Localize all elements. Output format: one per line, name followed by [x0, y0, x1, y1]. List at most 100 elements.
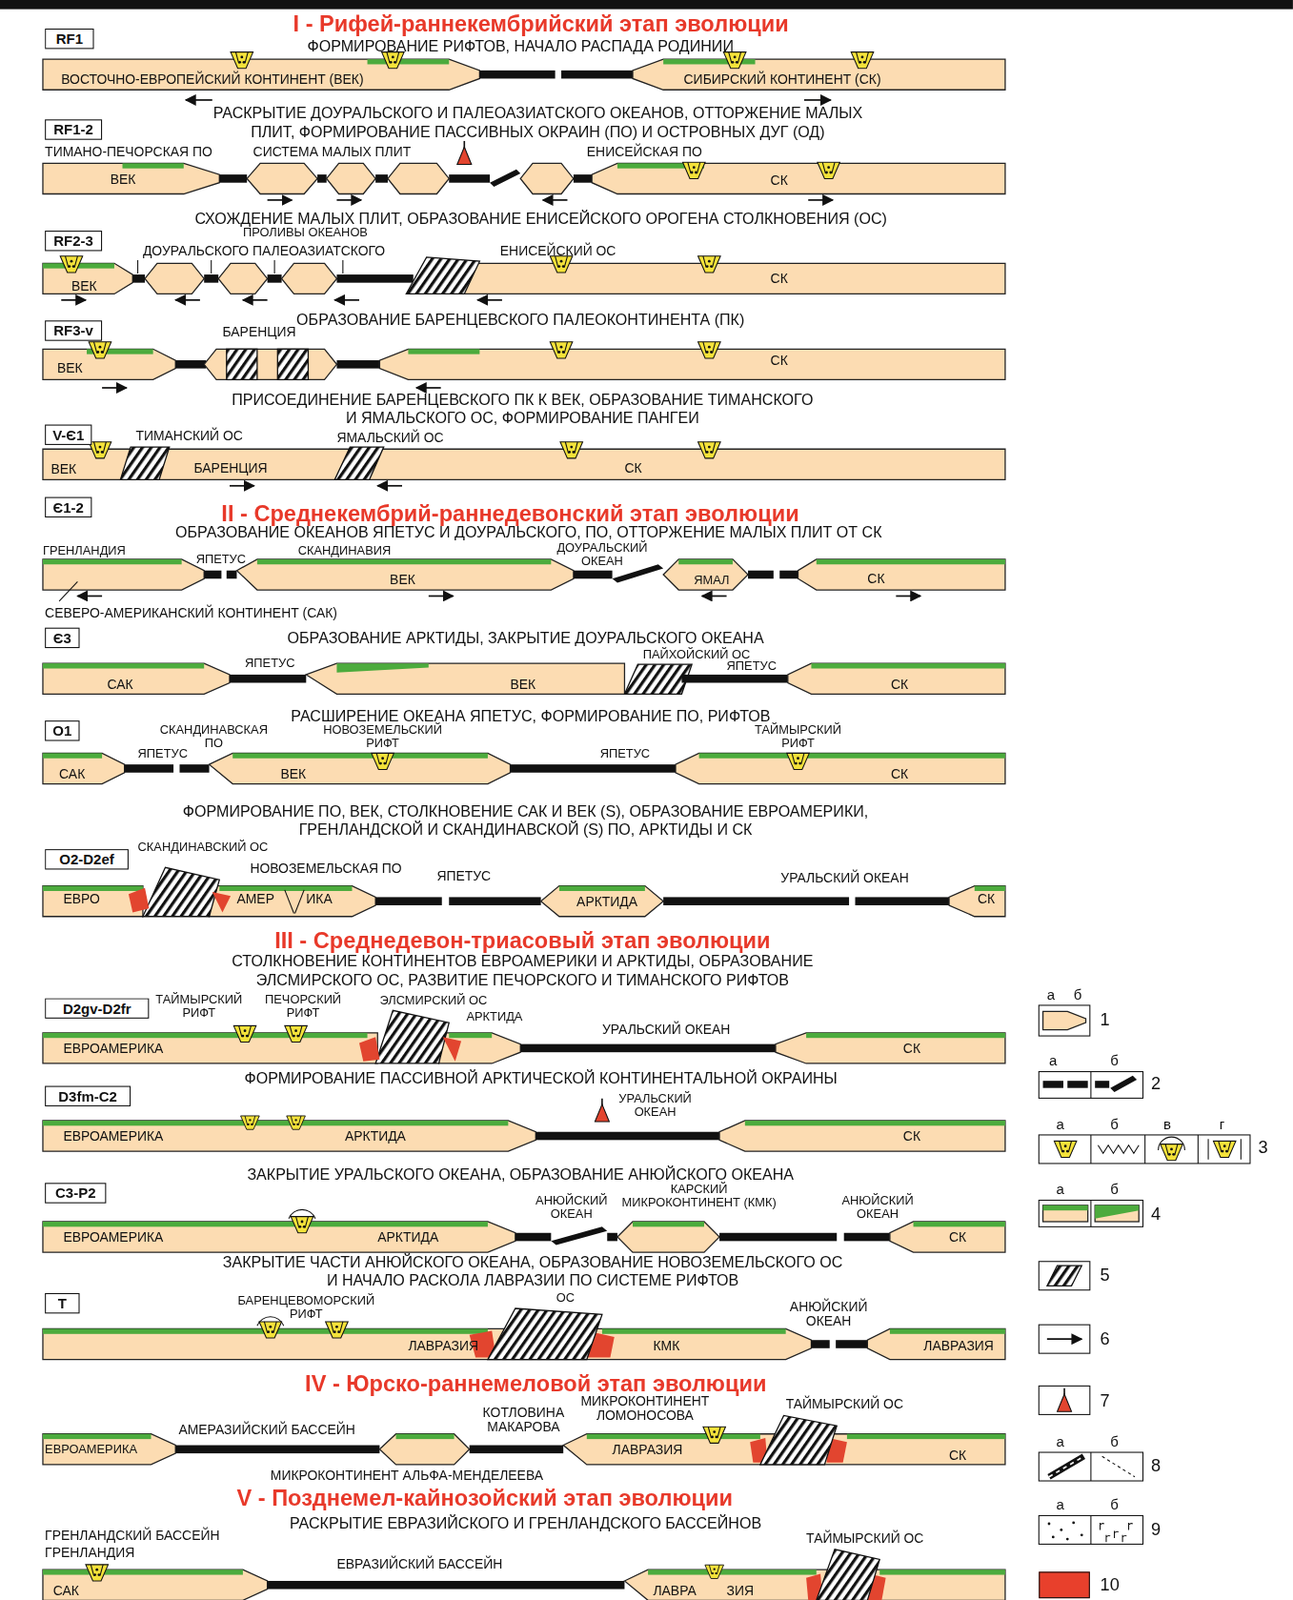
age-label: RF1-2 — [53, 122, 94, 138]
legend-number: 9 — [1151, 1519, 1161, 1541]
legend-letter: а — [1047, 986, 1055, 1004]
ocean-crust — [1094, 1080, 1110, 1088]
map-label: ЯМАЛ — [693, 572, 729, 587]
map-label: ВЕК — [389, 571, 416, 588]
ocean-crust — [203, 570, 222, 580]
map-label: СК — [867, 570, 885, 587]
motion-arrow — [428, 595, 454, 598]
age-label: O1 — [52, 723, 72, 738]
symbol-mark — [705, 1564, 725, 1578]
legend-number: 10 — [1100, 1575, 1120, 1597]
map-label: ЛАВРАЗИЯ — [407, 1337, 479, 1354]
map-label: АРКТИДА — [377, 1230, 439, 1247]
age-label: V-Є1 — [52, 427, 84, 443]
map-label: АМЕР — [236, 890, 274, 908]
age-label: D3fm-C2 — [58, 1089, 118, 1104]
map-label: СК — [903, 1040, 921, 1057]
fault-line — [1208, 1138, 1210, 1159]
map-label: ТАЙМЫРСКИЙ РИФТ — [752, 723, 843, 750]
passive-margin — [42, 1120, 508, 1126]
stage-caption: СХОЖДЕНИЕ МАЛЫХ ПЛИТ, ОБРАЗОВАНИЕ ЕНИСЕЙ… — [194, 209, 887, 228]
map-label: ЛАВРАЗИЯ — [923, 1337, 994, 1354]
symbol-mark — [85, 1564, 109, 1581]
motion-arrow — [416, 386, 442, 389]
section-group — [42, 1549, 1006, 1600]
age-box: O1 — [44, 720, 80, 741]
ocean-crust — [469, 1445, 565, 1455]
legend-letter: б — [1110, 1051, 1119, 1070]
fault-line — [1090, 1071, 1091, 1099]
passive-margin — [678, 559, 733, 565]
map-label: АНЮЙСКИЙ ОКЕАН — [533, 1193, 609, 1221]
section-group — [42, 663, 1006, 694]
motion-arrow — [804, 99, 831, 102]
age-label: Є1-2 — [53, 500, 84, 515]
passive-margin — [257, 559, 551, 565]
map-label: СК — [949, 1230, 967, 1247]
symbol-mark — [698, 256, 722, 273]
age-box: RF1 — [44, 28, 94, 49]
passive-margin — [336, 663, 428, 673]
symbol-mark — [560, 442, 584, 459]
map-label: УРАЛЬСКИЙ ОКЕАН — [602, 1021, 730, 1038]
section-group — [42, 141, 1006, 201]
passive-margin — [42, 1434, 152, 1439]
passive-margin — [42, 1221, 488, 1227]
map-label: КМК — [652, 1337, 680, 1354]
map-label: БАРЕНЦЕВОМОРСКИЙ РИФТ — [235, 1293, 377, 1321]
legend-number: 6 — [1100, 1328, 1111, 1350]
map-label: ЭЛСМИРСКИЙ ОС — [379, 992, 487, 1008]
motion-arrow — [477, 299, 503, 302]
passive-margin — [42, 752, 102, 758]
orogen-block — [405, 257, 480, 295]
map-label: СИСТЕМА МАЛЫХ ПЛИТ — [253, 143, 412, 161]
map-label: ЯПЕТУС — [196, 551, 246, 566]
plate-shape — [798, 559, 1006, 590]
motion-arrow — [702, 595, 728, 598]
age-box: D3fm-C2 — [44, 1086, 131, 1107]
symbol-mark — [549, 256, 573, 273]
symbol-mark — [230, 52, 254, 69]
legend-number: 4 — [1151, 1204, 1161, 1226]
legend-letter: в — [1163, 1115, 1172, 1133]
ocean-crust — [226, 570, 238, 580]
passive-margin — [699, 752, 1006, 758]
plate-shape — [42, 448, 1006, 480]
motion-arrow — [267, 199, 293, 202]
map-label: САК — [53, 1582, 80, 1599]
motion-arrow — [543, 199, 568, 202]
plate-shape — [42, 348, 176, 380]
ocean-crust — [267, 274, 283, 283]
plate-shape — [42, 752, 125, 784]
map-label: СК — [770, 172, 788, 189]
legend-letter: а — [1055, 1495, 1064, 1514]
motion-arrow — [242, 299, 268, 302]
legend-number: 2 — [1151, 1073, 1161, 1095]
ocean-crust — [550, 1226, 607, 1245]
map-label: АНЮЙСКИЙ ОКЕАН — [787, 1299, 870, 1330]
stage-caption: ЗАКРЫТИЕ УРАЛЬСКОГО ОКЕАНА, ОБРАЗОВАНИЕ … — [246, 1165, 794, 1184]
passive-margin — [396, 1434, 455, 1439]
map-label: СКАНДИНАВСКИЙ ОС — [138, 839, 269, 854]
ocean-crust — [375, 174, 388, 183]
plate-shape — [591, 162, 1006, 194]
passive-margin — [586, 1434, 761, 1439]
age-box: O2-D2ef — [44, 848, 129, 869]
legend-number: 1 — [1100, 1010, 1111, 1031]
motion-arrow — [101, 386, 127, 389]
map-label: СИБИРСКИЙ КОНТИНЕНТ (СК) — [684, 71, 882, 88]
symbol-mark — [1053, 1140, 1077, 1157]
map-label: НОВОЗЕМЕЛЬСКАЯ ПО — [249, 860, 402, 877]
passive-margin — [847, 1434, 1006, 1439]
map-label: ЕНИСЕЙСКИЙ ОС — [500, 242, 617, 260]
age-label: RF2-3 — [53, 233, 94, 248]
plate-shape — [42, 1032, 378, 1064]
passive-margin — [632, 1221, 705, 1227]
map-line — [1080, 1533, 1084, 1536]
fault-line — [1097, 1145, 1139, 1154]
ocean-crust — [719, 1232, 837, 1242]
plate-shape — [1043, 1205, 1089, 1222]
passive-margin — [806, 1032, 1006, 1038]
plate-shape — [203, 348, 337, 380]
ocean-crust — [1110, 1075, 1137, 1092]
